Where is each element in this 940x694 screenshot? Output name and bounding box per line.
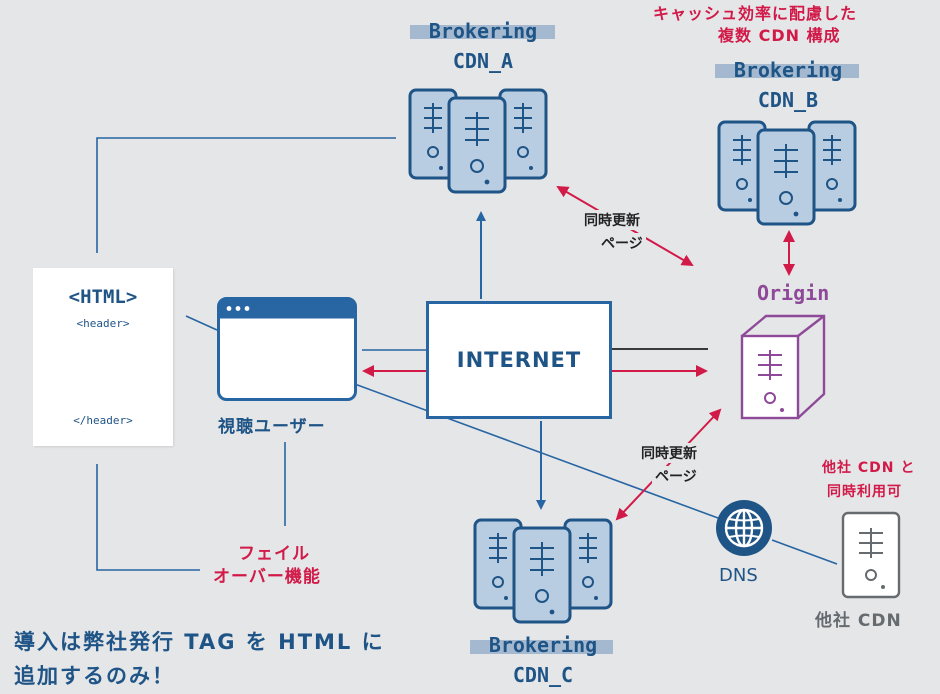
dns-label: DNS — [719, 565, 758, 586]
cdn-b-server-cluster-icon — [717, 120, 857, 226]
cdn-c-server-cluster-icon — [473, 518, 613, 624]
update-a-label-line1: 同時更新 — [581, 210, 643, 230]
cdn-a-label-line1: Brokering — [428, 19, 538, 43]
html-open-tag: <HTML> — [68, 286, 138, 308]
cdn-c-label-line1: Brokering — [488, 633, 598, 657]
viewer-label: 視聴ユーザー — [218, 417, 326, 437]
update-c-label-line2: ページ — [652, 466, 700, 486]
cdn-b-label: Brokering CDN_B — [703, 55, 873, 115]
top-right-note-line2: 複数 CDN 構成 — [718, 26, 841, 45]
html-to-viewer-line — [185, 315, 218, 331]
cdn-a-label-bar — [410, 25, 555, 39]
cdn-a-server-cluster-icon — [408, 88, 548, 194]
other-cdn-label: 他社 CDN — [815, 611, 902, 631]
server-unit — [807, 120, 857, 212]
other-cdn-server-icon — [841, 511, 901, 599]
bottom-note-line2: 追加するのみ！ — [14, 664, 175, 688]
cdn-a-label: Brokering CDN_A — [400, 16, 566, 76]
header-close-tag: </header> — [73, 414, 133, 427]
server-unit — [498, 88, 548, 180]
header-open-tag: <header> — [76, 317, 130, 330]
failover-label-line1: フェイル — [238, 544, 310, 564]
other-cdn-note-line2: 同時利用可 — [827, 484, 902, 500]
html-to-failover-line — [96, 464, 200, 571]
bottom-note-line1: 導入は弊社発行 TAG を HTML に — [14, 630, 385, 654]
server-unit — [563, 518, 613, 610]
server-unit — [717, 120, 767, 212]
html-to-cdn-a-line — [96, 137, 396, 253]
cdn-b-label-line2: CDN_B — [757, 88, 819, 112]
cdn-c-label-line2: CDN_C — [512, 663, 574, 687]
cdn-b-label-bar — [715, 64, 859, 78]
browser-window-icon — [217, 297, 357, 401]
cdn-c-origin-sync-arrow — [615, 408, 722, 521]
failover-label-line2: オーバー機能 — [213, 567, 321, 587]
cdn-b-label-line1: Brokering — [733, 58, 843, 82]
internet-node: INTERNET — [426, 301, 612, 419]
cdn-a-label-line2: CDN_A — [452, 49, 514, 73]
server-unit — [447, 96, 507, 194]
server-unit — [756, 128, 816, 226]
cdn-c-label-bar — [470, 640, 613, 654]
other-cdn-note-line1: 他社 CDN と — [822, 460, 916, 476]
origin-label: Origin — [757, 281, 830, 305]
server-unit — [512, 526, 572, 624]
internet-label: INTERNET — [456, 348, 582, 372]
update-c-label-line1: 同時更新 — [638, 443, 700, 463]
update-a-label-line2: ページ — [598, 233, 646, 253]
cdn-c-label: Brokering CDN_C — [460, 630, 626, 690]
tower-server-icon — [740, 314, 826, 420]
globe-icon — [716, 500, 772, 556]
dns-to-other-cdn-line — [771, 539, 838, 565]
top-right-note-line1: キャッシュ効率に配慮した — [653, 4, 858, 23]
html-document: <HTML> <header> </header> — [33, 268, 173, 446]
